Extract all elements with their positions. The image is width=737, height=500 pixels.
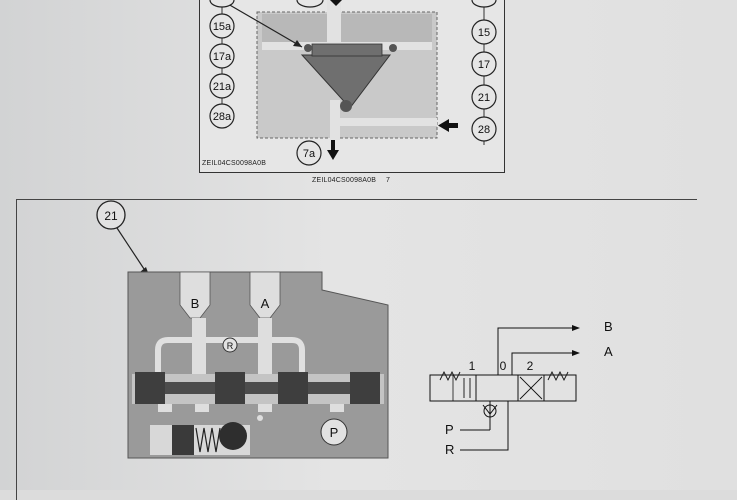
svg-text:21: 21 — [478, 92, 490, 104]
port-p-callout: P — [320, 418, 348, 446]
schematic-line-a — [511, 352, 572, 375]
spool-shaft — [140, 382, 380, 394]
spool-land-3 — [278, 372, 308, 404]
figure-caption-number: 7 — [386, 177, 391, 184]
bottom-arrow-shaft — [331, 140, 335, 152]
b-drop-channel — [192, 318, 206, 378]
schematic-spring-left — [439, 370, 461, 382]
schematic-check-seat — [482, 404, 498, 415]
check-valve-ball — [219, 422, 247, 450]
seal-right — [389, 44, 397, 52]
svg-text:7a: 7a — [303, 148, 316, 160]
port-a-channel — [249, 271, 281, 319]
schematic-cross-arrow-2 — [519, 376, 543, 400]
upper-passage — [262, 14, 432, 42]
seal-left — [304, 44, 312, 52]
partial-callout-right — [471, 0, 497, 8]
svg-text:15: 15 — [478, 27, 490, 39]
schematic-check-valve-icon — [483, 404, 497, 418]
lower-passage-1 — [158, 404, 172, 412]
schematic-label-r: R — [445, 442, 454, 457]
section-leader-line — [116, 227, 149, 276]
schematic-spring-right — [547, 370, 569, 382]
svg-text:P: P — [330, 425, 339, 440]
schematic-arrow-a — [572, 350, 580, 356]
bottom-diagram-frame — [16, 199, 697, 500]
schematic-line-b — [497, 327, 572, 375]
svg-text:28: 28 — [478, 124, 490, 136]
callout-21a: 21a — [209, 73, 235, 99]
schematic-label-b: B — [604, 319, 613, 334]
callout-7a: 7a — [296, 140, 322, 166]
lower-passage-2 — [195, 404, 209, 412]
schematic-arrow-b — [572, 325, 580, 331]
port-b-label: B — [191, 296, 200, 311]
valve-head — [311, 43, 383, 57]
bottom-arrow-icon — [327, 150, 339, 160]
port-b-channel — [179, 271, 211, 319]
schematic-box-center — [475, 374, 519, 402]
partial-callout-left — [209, 0, 235, 8]
port-a-label: A — [261, 296, 270, 311]
leader-arrowhead — [293, 40, 302, 47]
spool-land-1 — [135, 372, 165, 404]
partial-callout-top — [296, 0, 324, 8]
check-valve-plug — [172, 425, 194, 455]
svg-text:21a: 21a — [213, 81, 232, 93]
callout-15a: 15a — [209, 13, 235, 39]
callout-15: 15 — [471, 19, 497, 45]
leader-line — [227, 3, 303, 48]
orifice — [257, 415, 263, 421]
callout-21-section: 21 — [96, 200, 126, 230]
hydraulic-schematic: B A 1 0 2 P R — [429, 319, 613, 457]
schematic-label-a: A — [604, 344, 613, 359]
callout-28: 28 — [471, 116, 497, 142]
callout-17: 17 — [471, 51, 497, 77]
svg-text:17a: 17a — [213, 51, 232, 63]
callout-21: 21 — [471, 84, 497, 110]
lower-outlet-channel — [330, 100, 340, 140]
top-arrow-icon — [330, 0, 342, 6]
callout-28a: 28a — [209, 103, 235, 129]
schematic-label-p: P — [445, 422, 454, 437]
check-valve-spring — [195, 427, 221, 453]
valve-tip — [340, 100, 352, 112]
lower-passage-3 — [258, 404, 272, 412]
a-drop-channel — [258, 318, 272, 378]
schematic-position-1: 1 — [469, 359, 476, 373]
svg-text:17: 17 — [478, 59, 490, 71]
schematic-position-0: 0 — [500, 359, 507, 373]
schematic-position-2: 2 — [527, 359, 534, 373]
port-r-callout: R — [222, 337, 238, 353]
side-arrow-icon — [438, 119, 449, 132]
spool-land-2 — [215, 372, 245, 404]
callout-17a: 17a — [209, 43, 235, 69]
top-frame-code: ZEIL04CS0098A0B — [202, 160, 267, 167]
svg-text:R: R — [227, 341, 234, 351]
schematic-box-right-outer — [543, 374, 577, 402]
top-inlet-channel — [327, 0, 341, 42]
spool-land-4 — [350, 372, 380, 404]
figure-caption-code: ZEIL04CS0098A0B — [312, 177, 377, 184]
side-arrow-shaft — [448, 123, 458, 128]
side-inlet-channel — [340, 118, 437, 126]
svg-text:28a: 28a — [213, 111, 232, 123]
svg-text:21: 21 — [104, 209, 118, 223]
svg-text:15a: 15a — [213, 21, 232, 33]
lower-passage-4 — [330, 404, 344, 412]
schematic-line-r — [460, 401, 509, 451]
